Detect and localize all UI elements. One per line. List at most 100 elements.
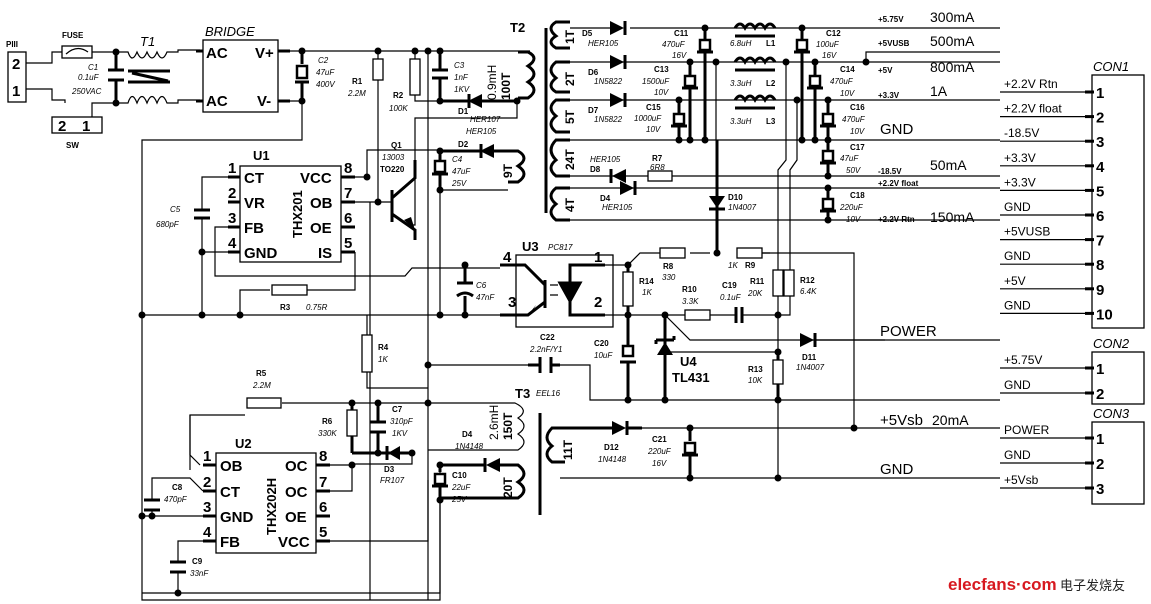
c17-rating: 50V [846,166,861,175]
d4-value: HER105 [602,203,633,212]
con1-pin-8-number: 8 [1096,257,1104,274]
u2-right-pins: 8 OC 7 OC 6 OE 5 VCC [278,448,330,551]
t2-sec-1t: 1T [563,29,577,44]
d12-ref: D12 [604,443,619,452]
u2-left-pins: 1 OB 2 CT 3 GND 4 FB [203,448,254,551]
bridge-pin-ac1: AC [206,45,228,62]
u1-pin-2: 2 [228,185,236,202]
c4-value: 47uF [452,167,471,176]
con1-ref: CON1 [1093,59,1129,74]
c1-rating: 250VAC [71,87,102,96]
u2-pin-1: 1 [203,448,211,465]
con3-pin-2-net: GND [1004,448,1031,462]
resistor-r7: R7 6R8 [647,154,673,182]
r6-ref: R6 [322,417,333,426]
r7-ref: R7 [652,154,663,163]
r2-value: 100K [389,104,408,113]
c17-value: 47uF [840,154,859,163]
u4-part: TL431 [672,370,710,385]
u2-part: THX202H [264,478,279,535]
r12-ref: R12 [800,276,815,285]
u1-pin-1: 1 [228,160,236,177]
u1-pin-8: 8 [344,160,352,177]
rail-22v-rtn-current: 150mA [930,209,975,225]
c1-value: 0.1uF [78,73,100,82]
u1-pin-7-name: OB [310,195,333,212]
r8-value: 330 [662,273,676,282]
r5-ref: R5 [256,369,267,378]
c18-rating: 10V [846,215,861,224]
input-pin-2: 2 [12,56,20,73]
diode-d10: D10 1N4007 [709,140,757,252]
d2-ref: D2 [458,140,469,149]
u2-pin-2-name: CT [220,484,240,501]
vsb-net-label: +5Vsb [880,412,923,429]
d5-value: HER105 [588,39,619,48]
con1-pin-8-net: GND [1004,249,1031,263]
con1-pin-6-number: 6 [1096,208,1104,225]
d10-ref: D10 [728,193,743,202]
r8-ref: R8 [663,262,674,271]
u4-ref: U4 [680,354,697,369]
d4-ref: D4 [600,194,611,203]
t2-sec-4t: 4T [563,197,577,212]
u2-pin-3-name: GND [220,509,254,526]
r9-ref: R9 [745,261,756,270]
c21-rating: 16V [652,459,667,468]
u1-pin-8-name: VCC [300,170,332,187]
u2-pin-4: 4 [203,524,212,541]
u1-pin-7: 7 [344,185,352,202]
u1-left-pins: 1 CT 2 VR 3 FB 4 GND [228,160,278,262]
u2-pin-2: 2 [203,474,211,491]
r4-ref: R4 [378,343,389,352]
c6-value: 47nF [476,293,495,302]
c10-ref: C10 [452,471,467,480]
t3-secondary-turns: 11T [561,439,575,460]
c15-rating: 10V [646,125,661,134]
c14-rating: 10V [840,89,855,98]
c18-value: 220uF [839,203,864,212]
u1-pin-4-name: GND [244,245,278,262]
u2-pin-6: 6 [319,499,327,516]
con3-pin-3-net: +5Vsb [1004,473,1039,487]
con1-pin-1-net: +2.2V Rtn [1004,77,1058,91]
con1-pin-3-net: -18.5V [1004,126,1039,140]
bridge-pin-vminus: V- [257,93,271,110]
con2-pin-1-number: 1 [1096,361,1104,378]
t2-label: T2 [510,20,525,35]
c22-value: 2.2nF/Y1 [529,345,562,354]
u3-pin-2: 2 [594,294,602,311]
d10-value: 1N4007 [728,203,757,212]
d8-ref: D8 [590,165,601,174]
r6-value: 330K [318,429,337,438]
u1-pin-3-name: FB [244,220,264,237]
diode-d4: D4 HER105 [600,181,637,212]
t2-sec-2t: 2T [563,71,577,86]
t1-label: T1 [140,34,155,49]
diode-d6: D6 1N5822 [588,55,627,86]
r5-value: 2.2M [252,381,271,390]
cap-c17: C17 47uF 50V [820,140,865,180]
rail-22v-rtn: +2.2V Rtn [878,215,915,224]
r11-value: 20K [747,289,763,298]
u2-chip [215,452,317,554]
inductor-l1: 6.8uH L1 [730,22,777,48]
rail-22v-float: +2.2V float [878,179,919,188]
c11-ref: C11 [674,29,689,38]
con1-pin-4-number: 4 [1096,159,1105,176]
d8-value: HER105 [590,155,621,164]
c3-rating: 1KV [454,85,470,94]
con1-pin-10-net: GND [1004,298,1031,312]
power-switch [51,116,103,134]
c20-value: 10uF [594,351,613,360]
con1-pin-2-net: +2.2V float [1004,102,1062,116]
r2-ref: R2 [393,91,404,100]
u1-ref: U1 [253,148,270,163]
con2-pin-2-net: GND [1004,378,1031,392]
con1-pin-4-net: +3.3V [1004,151,1036,165]
c16-rating: 10V [850,127,865,136]
r7-value: 6R8 [650,163,665,172]
c18-ref: C18 [850,191,865,200]
